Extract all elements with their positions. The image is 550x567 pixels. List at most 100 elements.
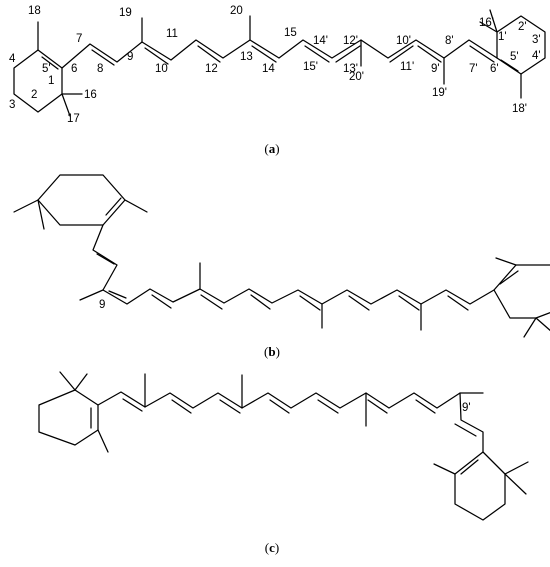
double-bond-13-14 — [251, 45, 277, 63]
atom-label: 4 — [9, 53, 16, 65]
polyene-chain-b — [92, 224, 495, 305]
atom-label: 5' — [42, 63, 51, 75]
molecule-b — [13, 174, 550, 338]
double-bond-c-7 — [415, 399, 436, 414]
methyl-c-ring — [97, 429, 109, 453]
double-bond-c-6 — [367, 399, 388, 414]
double-bond-10p-9p — [417, 45, 442, 63]
double-bond-c-5 — [317, 399, 339, 414]
atom-label: 4' — [532, 50, 541, 62]
atom-label: 7' — [469, 63, 478, 75]
atom-label: 20' — [349, 71, 364, 83]
gem-methyl-c-1 — [59, 371, 76, 391]
atom-label: 6' — [490, 63, 499, 75]
atom-label: 18 — [28, 5, 41, 17]
atom-label: 6 — [71, 63, 77, 75]
ring-left-c — [38, 389, 99, 446]
atom-label: 12' — [343, 35, 358, 47]
double-bond-b-2 — [151, 294, 172, 309]
atom-label: 11' — [400, 61, 414, 73]
atom-label: 13' — [343, 63, 358, 75]
atom-label: 2 — [31, 89, 37, 101]
polyene-chain-c — [97, 391, 484, 453]
gem-methyl-c-2 — [74, 373, 88, 391]
caption-a: (a) — [264, 141, 279, 156]
caption-c: (c) — [265, 540, 279, 555]
double-bond-5p-6p — [500, 59, 519, 72]
double-bond-b-8 — [447, 295, 469, 311]
atom-label: 8' — [445, 35, 454, 47]
double-bond-b-right-ring — [499, 270, 519, 285]
double-bond-12p-11p — [389, 45, 414, 63]
methyl-17 — [61, 93, 71, 117]
atom-label: 11 — [166, 28, 178, 40]
ring-left-a — [13, 49, 63, 113]
gem-methyl-c-3 — [504, 461, 529, 475]
molecule-c — [38, 371, 529, 521]
double-bond-b-6 — [348, 295, 370, 311]
double-bond-b-4 — [250, 294, 271, 310]
atom-label: 17 — [67, 113, 80, 125]
atom-label: 8 — [97, 63, 103, 75]
atom-label: 15' — [303, 61, 318, 73]
ring-left-b — [37, 174, 126, 226]
atom-label: 16' — [479, 17, 494, 29]
atom-label: 2' — [518, 21, 527, 33]
atom-label: 9 — [127, 51, 133, 63]
double-bond-c-4 — [269, 399, 290, 414]
double-bond-c-2 — [171, 399, 192, 414]
atom-label: 5' — [510, 51, 519, 63]
double-bond-14p-13p — [335, 45, 361, 63]
double-bond-15-15p — [304, 45, 330, 63]
double-bond-b-ring — [105, 197, 122, 216]
atom-label: 14 — [262, 63, 275, 75]
gem-methyl-b-2 — [37, 199, 45, 230]
ring-right-b — [493, 264, 550, 319]
double-bond-c-9p — [454, 423, 477, 437]
atom-label: 16 — [84, 89, 97, 101]
atom-labels-a: 18 7 19 11 20 15 14' 12' 10' 8' 16' 1' 2… — [9, 5, 541, 125]
atom-label: 18' — [512, 103, 527, 115]
methyl-b-9 — [79, 289, 104, 301]
methyl-17p — [489, 9, 498, 33]
atom-label: 19 — [119, 7, 132, 19]
methyl-b-right-ring — [495, 257, 517, 266]
double-bond-c-1 — [122, 398, 143, 412]
double-bond-11-12 — [197, 45, 221, 63]
atom-label: 15 — [284, 27, 297, 39]
methyl-16p — [479, 21, 498, 33]
atom-label: 1' — [498, 31, 507, 43]
gem-methyl-b-4 — [535, 317, 550, 332]
atom-label: 3 — [9, 99, 15, 111]
double-bond-b-9 — [108, 290, 127, 299]
atom-label: 1 — [48, 75, 54, 87]
double-bond-c-right-ring — [460, 459, 479, 475]
atom-label: 9' — [431, 63, 440, 75]
atom-label: 7 — [76, 33, 82, 45]
double-bond-7-8 — [91, 49, 115, 66]
gem-methyl-b-3 — [523, 317, 537, 338]
double-bond-b-7 — [398, 295, 420, 311]
double-bond-c-3 — [219, 399, 241, 414]
atom-label: 20 — [230, 5, 243, 17]
atom-label: 3' — [532, 34, 541, 46]
methyl-ring-b — [124, 199, 148, 213]
gem-methyl-b-1 — [13, 199, 39, 213]
caption-b: (b) — [264, 344, 280, 359]
atom-label: 12 — [205, 63, 218, 75]
molecule-a — [13, 9, 546, 117]
double-bond-b-3 — [200, 294, 223, 310]
double-bond-9-10 — [144, 47, 169, 65]
atom-label: 19' — [432, 87, 447, 99]
atom-label-b-9: 9 — [99, 299, 105, 311]
gem-methyl-c-4 — [504, 473, 527, 495]
polyene-chain-a — [61, 39, 498, 69]
double-bond-b-5 — [299, 295, 321, 311]
double-bond-8p-7p — [469, 45, 495, 63]
ring-right-c — [454, 451, 506, 521]
atom-label: 14' — [313, 35, 328, 47]
atom-label: 10 — [155, 63, 168, 75]
methyl-c-right-ring — [433, 463, 456, 475]
atom-label: 13 — [240, 51, 253, 63]
